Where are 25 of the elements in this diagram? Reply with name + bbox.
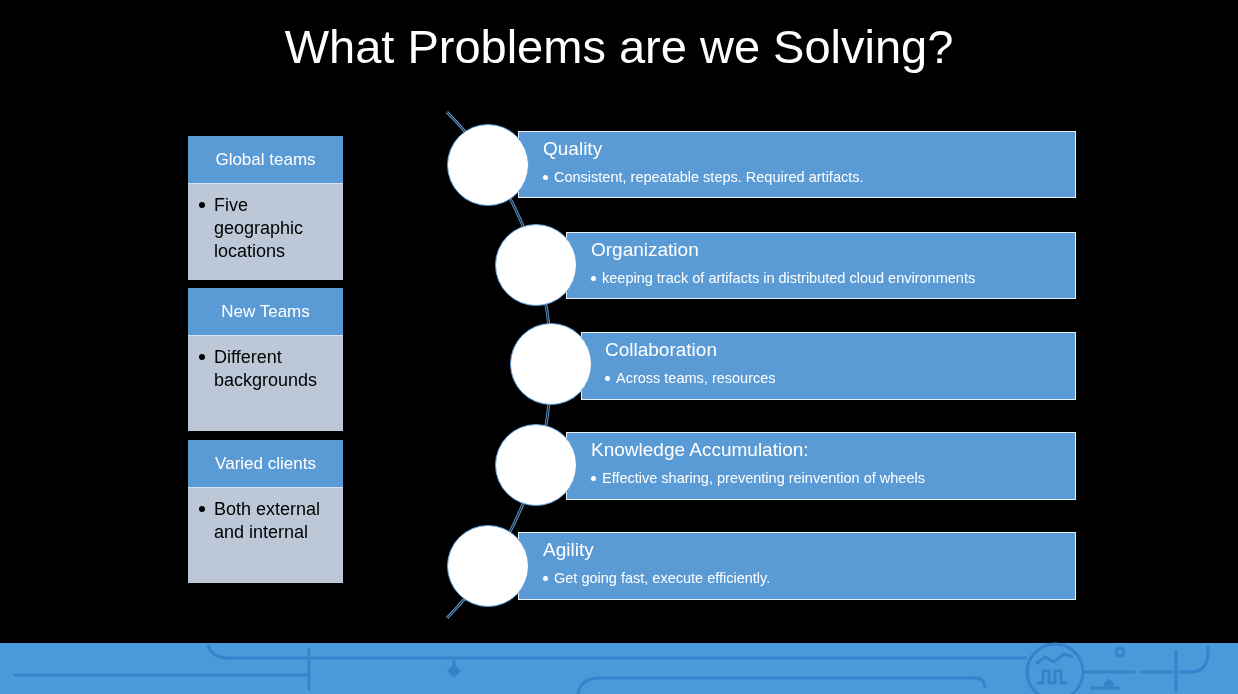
bullet-text: Get going fast, execute efficiently. <box>554 569 771 588</box>
bullet-text: Five geographic locations <box>214 194 305 263</box>
topic-title: Quality <box>543 137 603 161</box>
topic-title: Collaboration <box>605 338 717 362</box>
card-header: Global teams <box>188 136 343 184</box>
bullet-text: Different backgrounds <box>214 346 319 392</box>
slide-title: What Problems are we Solving? <box>284 19 954 75</box>
info-card <box>188 136 343 280</box>
bullet-text: Both external and internal <box>214 498 322 544</box>
topic-title: Knowledge Accumulation: <box>591 438 809 462</box>
topic-title: Organization <box>591 238 699 262</box>
topic-bar <box>518 532 1076 600</box>
card-header: New Teams <box>188 288 343 336</box>
topic-bar <box>581 332 1076 400</box>
info-card <box>188 440 343 583</box>
bullet-text: Consistent, repeatable steps. Required artifacts. <box>554 168 864 187</box>
topic-title: Agility <box>543 538 594 562</box>
bullet-text: Effective sharing, preventing reinvention of wheels <box>602 469 925 488</box>
info-card <box>188 288 343 431</box>
topic-bar <box>518 131 1076 198</box>
topic-bar <box>566 432 1076 500</box>
bullet-text: keeping track of artifacts in distributed cloud environments <box>602 269 976 288</box>
bullet-text: Across teams, resources <box>616 369 776 388</box>
card-header: Varied clients <box>188 440 343 488</box>
topic-bar <box>566 232 1076 299</box>
